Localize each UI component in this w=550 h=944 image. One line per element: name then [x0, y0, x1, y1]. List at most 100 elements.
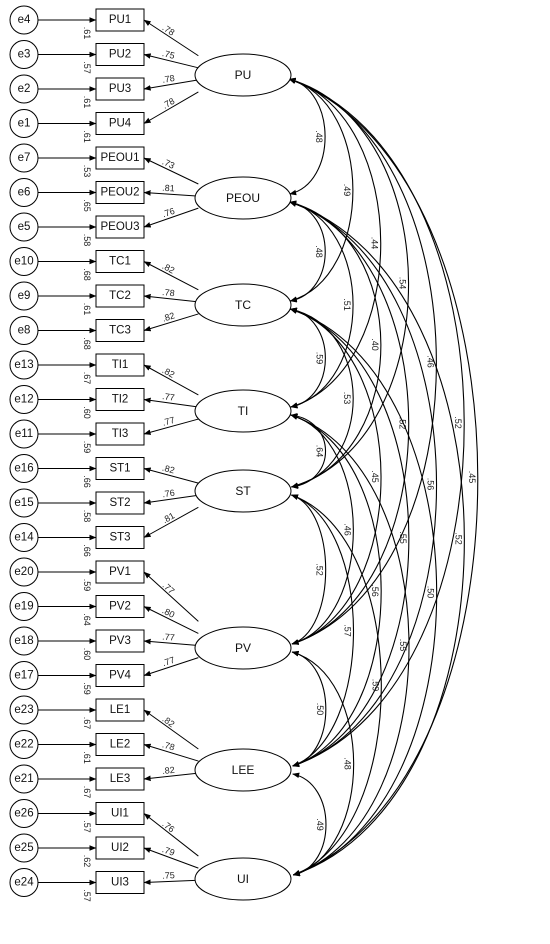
- covariance-label: .44: [370, 237, 380, 250]
- covariance-label: .52: [453, 532, 463, 545]
- factor-label: PEOU: [226, 191, 260, 205]
- loading-path: [143, 207, 199, 228]
- error-label: e1: [18, 118, 31, 130]
- latent-factor: [194, 748, 292, 792]
- indicator-label: ST2: [109, 497, 130, 509]
- loading-label: .76: [160, 819, 176, 835]
- r-squared-label: .61: [82, 27, 92, 40]
- indicator-label: LE2: [110, 739, 130, 751]
- indicator-label: UI3: [111, 877, 129, 889]
- covariance-arc: [291, 651, 355, 876]
- loading-path: [143, 397, 199, 408]
- covariance-label: .59: [370, 679, 380, 692]
- loading-path: [143, 571, 199, 622]
- loading-path: [143, 879, 199, 886]
- loading-path: [143, 418, 199, 435]
- loading-label: .82: [162, 765, 176, 776]
- error-label: e18: [14, 635, 33, 647]
- latent-factor: [194, 389, 292, 433]
- r-squared-label: .59: [82, 682, 92, 695]
- covariance-label: .50: [426, 586, 436, 599]
- r-squared-label: .67: [82, 786, 92, 799]
- covariance-label: .51: [342, 298, 352, 311]
- loading-label: .82: [161, 310, 176, 323]
- covariance-arc: [288, 78, 382, 408]
- loading-path: [143, 293, 199, 303]
- loading-label: .80: [161, 605, 177, 620]
- covariance-arc: [292, 772, 327, 877]
- latent-factor: [194, 469, 292, 513]
- covariance-label: .46: [342, 523, 352, 536]
- factor-label: ST: [235, 484, 251, 498]
- r-squared-label: .64: [82, 613, 92, 626]
- covariance-arc: [291, 494, 327, 645]
- r-squared-label: .57: [82, 820, 92, 833]
- indicator-label: PU4: [109, 118, 132, 130]
- covariance-label: .48: [314, 245, 324, 258]
- error-label: e25: [14, 842, 33, 854]
- error-label: e19: [14, 601, 33, 613]
- loading-label: .73: [161, 156, 177, 170]
- r-squared-label: .66: [82, 544, 92, 557]
- covariance-label: .52: [453, 416, 463, 429]
- r-squared-label: .59: [82, 441, 92, 454]
- covariance-label: .40: [370, 338, 380, 351]
- indicator-label: PV2: [109, 601, 131, 613]
- r-squared-label: .62: [82, 855, 92, 868]
- covariance-arc: [289, 201, 438, 767]
- covariance-label: .45: [370, 470, 380, 483]
- indicator-label: LE1: [110, 704, 130, 716]
- r-squared-label: .61: [82, 303, 92, 316]
- loading-label: .76: [162, 488, 176, 500]
- covariance-label: .48: [343, 757, 353, 770]
- r-squared-label: .53: [82, 165, 92, 178]
- factor-label: TI: [238, 404, 249, 418]
- indicator-label: PEOU3: [101, 221, 140, 233]
- error-label: e13: [14, 359, 33, 371]
- loading-label: .78: [161, 96, 177, 111]
- loading-path: [143, 467, 199, 484]
- latent-factor: [194, 176, 292, 220]
- covariance-arc: [289, 201, 410, 645]
- covariance-label: .54: [398, 277, 408, 290]
- loading-path: [143, 494, 199, 505]
- loading-path: [143, 313, 199, 332]
- r-squared-label: .60: [82, 406, 92, 419]
- covariance-label: .52: [315, 563, 325, 576]
- covariance-arc: [290, 413, 326, 489]
- loading-label: .77: [162, 391, 176, 403]
- error-label: e2: [18, 83, 31, 95]
- r-squared-label: .58: [82, 510, 92, 523]
- factor-label: PV: [235, 641, 251, 655]
- covariance-label: .46: [425, 355, 435, 368]
- covariance-arc: [291, 494, 355, 767]
- covariance-label: .64: [315, 445, 325, 458]
- r-squared-label: .65: [82, 199, 92, 212]
- loading-path: [143, 772, 199, 782]
- loading-path: [143, 606, 199, 634]
- indicator-label: UI2: [111, 842, 129, 854]
- loading-path: [143, 364, 199, 396]
- covariance-label: .56: [370, 584, 380, 597]
- loading-label: .75: [161, 48, 176, 61]
- r-squared-label: .61: [82, 130, 92, 143]
- error-label: e26: [14, 808, 33, 820]
- error-label: e11: [15, 428, 33, 440]
- error-label: e17: [14, 670, 33, 682]
- loading-label: .82: [160, 714, 176, 729]
- covariance-arc: [289, 308, 410, 767]
- loading-path: [143, 657, 199, 677]
- indicator-label: PV1: [109, 566, 131, 578]
- covariance-label: .57: [343, 624, 353, 637]
- error-label: e9: [18, 290, 31, 302]
- covariance-label: .55: [398, 639, 408, 652]
- covariance-arc: [290, 414, 382, 767]
- error-label: e6: [18, 187, 31, 199]
- r-squared-label: .58: [82, 234, 92, 247]
- factor-label: UI: [237, 872, 249, 886]
- covariance-arc: [288, 78, 479, 876]
- loading-path: [143, 638, 199, 647]
- indicator-label: PU2: [109, 49, 131, 61]
